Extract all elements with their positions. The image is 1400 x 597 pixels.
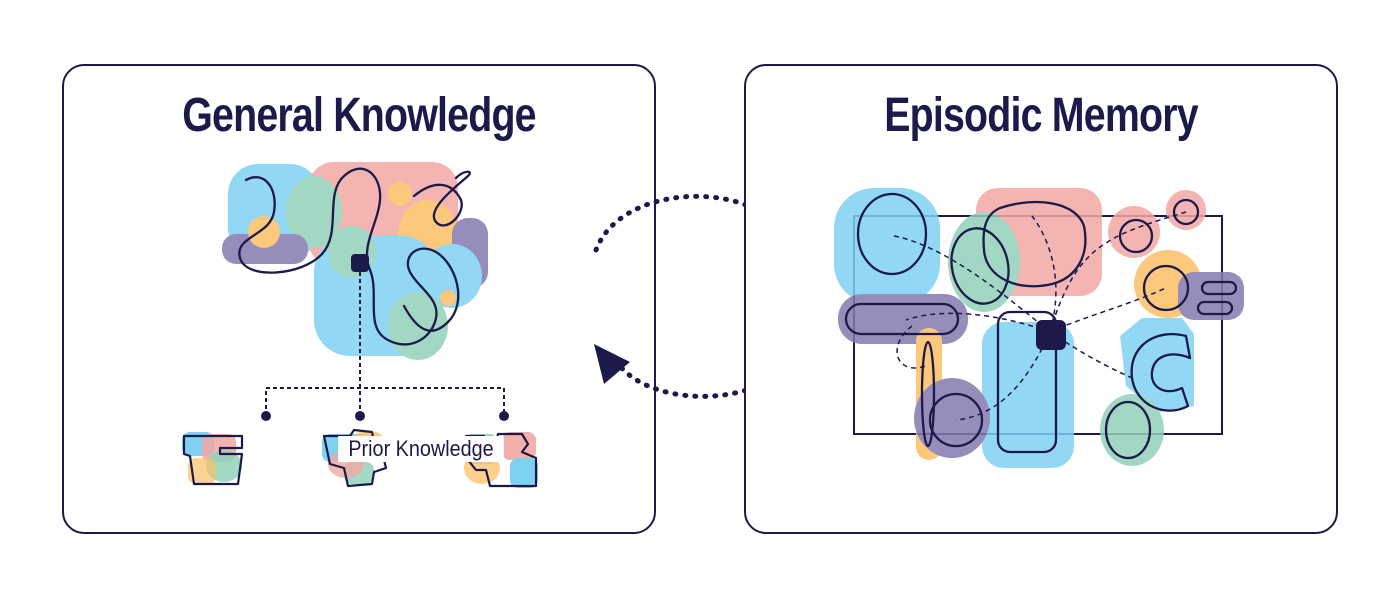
general-knowledge-panel: General Knowledge: [62, 64, 656, 534]
episodic-memory-panel: Episodic Memory: [744, 64, 1338, 534]
episodic-memory-title: Episodic Memory: [884, 89, 1198, 142]
memory-pill-tall: [996, 310, 1058, 454]
memory-thin-ellipse: [920, 340, 936, 448]
memory-circle-orange: [1142, 264, 1190, 312]
memory-circle-bottom: [928, 392, 984, 448]
memory-oval-1: [856, 192, 928, 276]
memory-oval-2: [950, 227, 1010, 305]
prior-knowledge-label: Prior Knowledge: [338, 436, 504, 462]
general-knowledge-illustration: [182, 162, 538, 488]
memory-mini-pill-1: [1200, 280, 1238, 296]
memory-c-shape: [1130, 333, 1192, 412]
prior-knowledge-tree: [265, 272, 505, 416]
memory-oval-3: [1104, 400, 1152, 460]
knowledge-blob-cluster: [222, 162, 488, 360]
memory-mini-pill-2: [1196, 300, 1234, 316]
memory-node-icon: [1036, 320, 1066, 350]
memory-circle-small-1: [1118, 218, 1154, 254]
general-knowledge-title: General Knowledge: [182, 89, 536, 142]
knowledge-node-icon: [351, 254, 369, 272]
memory-circle-small-2: [1172, 198, 1200, 226]
episodic-memory-illustration: [834, 188, 1244, 468]
memory-pill-horizontal: [844, 302, 960, 336]
prior-knowledge-piece-1: [182, 432, 244, 486]
